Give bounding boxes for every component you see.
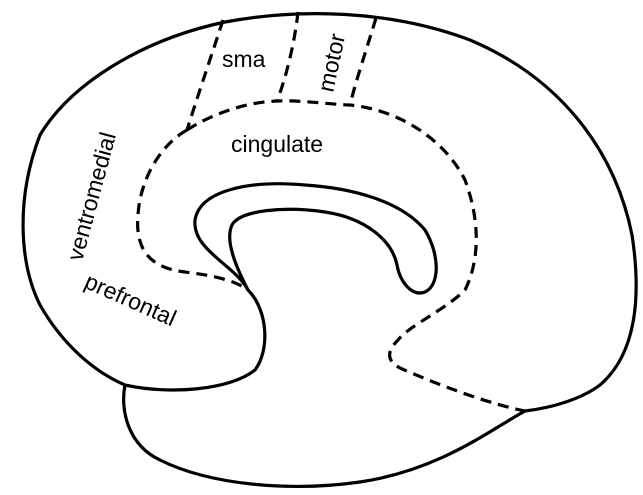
sma-motor-boundary xyxy=(275,11,300,102)
motor-boundary-right xyxy=(348,17,378,106)
cingulate-label: cingulate xyxy=(231,131,323,157)
cingulate-boundary xyxy=(136,99,526,413)
sma-label: sma xyxy=(222,46,266,72)
sma-boundary-left xyxy=(185,19,225,131)
prefrontal-label: prefrontal xyxy=(81,268,180,331)
ventromedial-label: ventromedial xyxy=(62,129,121,263)
motor-label: motor xyxy=(312,31,350,94)
inner-callosum-outline xyxy=(123,182,438,392)
brain-outline xyxy=(21,12,638,488)
